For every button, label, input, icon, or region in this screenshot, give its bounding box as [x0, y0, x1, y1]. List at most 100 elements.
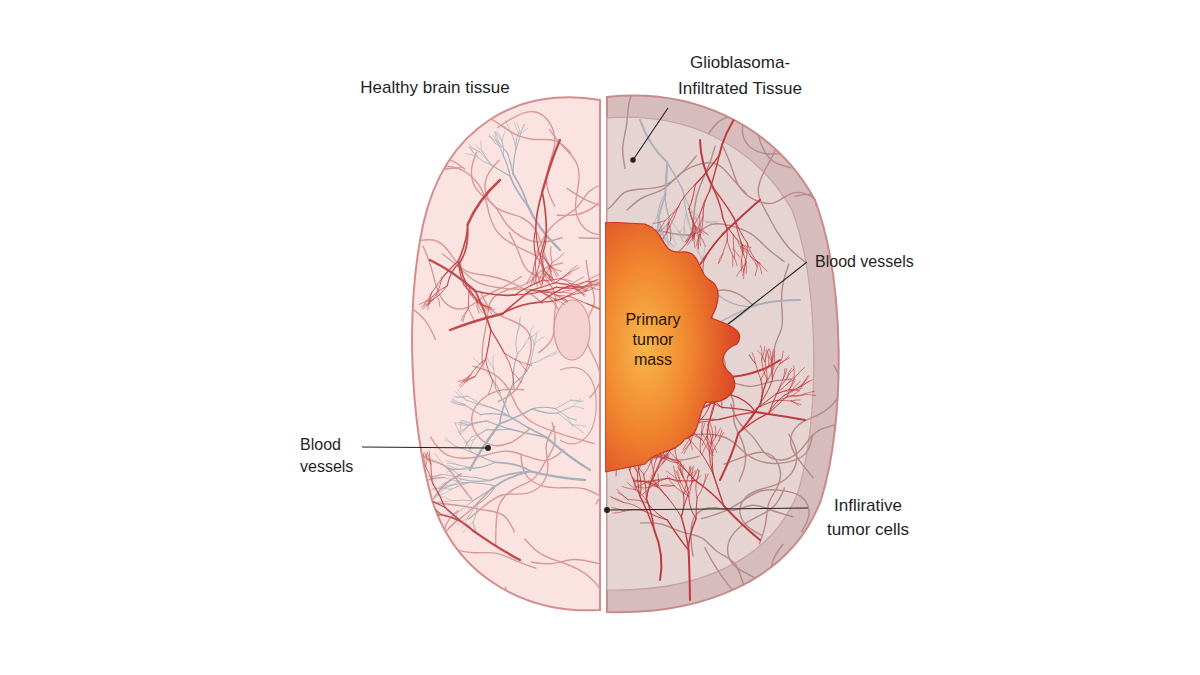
gyri-group: [551, 23, 890, 675]
vessel-branch: [760, 379, 767, 404]
vessel-branch: [556, 287, 575, 289]
vessel-branch: [473, 358, 484, 369]
vessel-branch: [427, 475, 441, 481]
vessel-branch: [706, 221, 718, 223]
vessel-branch: [500, 384, 513, 424]
vessel-branch: [455, 422, 461, 434]
gyrus-fold: [509, 232, 556, 353]
vessel-branch: [551, 267, 556, 277]
vessel-branch: [586, 279, 598, 285]
vessel-branch: [672, 234, 676, 245]
vessel-branch: [651, 479, 658, 487]
vessel-branch: [669, 499, 682, 517]
vessel-branch: [640, 120, 667, 162]
vessel-branch: [780, 351, 783, 364]
vessel-branch: [477, 486, 495, 504]
vessel-branch: [665, 194, 669, 217]
vessel-branch: [503, 155, 510, 176]
vessel-branch: [696, 481, 697, 497]
vessel-branch: [719, 432, 724, 440]
vessel-branch: [682, 443, 691, 453]
ventricle: [554, 300, 590, 360]
vessel-branch: [556, 409, 568, 418]
vessel-branch: [514, 122, 519, 133]
vessel-branch: [459, 425, 469, 432]
vessel-branch: [710, 155, 720, 190]
vessel-branch: [519, 124, 525, 133]
callout-label: Blood vessels: [815, 250, 945, 274]
vessel-branch: [720, 433, 738, 480]
vessel-branch: [455, 391, 466, 399]
gyrus-fold: [795, 194, 856, 302]
vessel-branch: [532, 407, 555, 409]
vessel-branch: [510, 176, 528, 205]
vessel-branch: [647, 478, 668, 482]
vessel-branch: [702, 246, 705, 259]
vessel-branch: [661, 484, 674, 486]
vessel-branch: [752, 353, 756, 364]
vessel-branch: [787, 369, 794, 378]
vessel-branch: [723, 200, 760, 234]
gyri: [321, 23, 890, 675]
gyrus-fold: [469, 587, 508, 675]
vessel-branch: [618, 493, 628, 500]
vessel-branch: [689, 209, 693, 225]
vessel-branch: [465, 405, 481, 415]
gyrus-fold: [740, 434, 797, 536]
vessel-branch: [540, 255, 545, 272]
vessel-branch: [574, 287, 586, 290]
hemisphere-label: Healthy brain tissue: [340, 76, 530, 100]
vessel-branch: [413, 482, 421, 498]
gyrus-fold: [772, 544, 792, 675]
vessel-branch: [651, 479, 658, 487]
vessel-branch: [787, 394, 804, 396]
vessel-branch: [719, 430, 722, 440]
vessel-branch: [478, 302, 490, 307]
vessel-branch: [445, 437, 454, 445]
vessel-branch: [712, 442, 717, 453]
vessel-branch: [443, 465, 461, 476]
vessel-branch: [682, 474, 689, 492]
gyrus-fold: [496, 422, 555, 545]
vessel-branch: [767, 350, 772, 361]
vessel-branch: [537, 255, 540, 272]
vessel-branch: [697, 484, 704, 497]
vessel-branch: [571, 400, 584, 402]
vessel-branch: [663, 453, 669, 463]
vessel-branch: [755, 262, 757, 276]
vessel-branch: [391, 489, 402, 495]
vessel-branch: [500, 409, 533, 424]
vessel-branch: [662, 226, 670, 239]
leader-line: [607, 508, 808, 510]
vessel-branch: [542, 263, 552, 281]
vessel-branch: [741, 260, 743, 271]
vessel-branch: [662, 455, 680, 461]
vessel-branch: [536, 229, 539, 254]
gyrus-fold: [623, 23, 653, 169]
vessel-branch: [533, 272, 535, 284]
vessel-branch: [741, 243, 750, 257]
vessel-branch: [460, 422, 461, 435]
vessel-branch: [388, 492, 401, 493]
vessel-branch: [448, 465, 458, 469]
vessel-branch: [534, 337, 544, 346]
vessel-branch: [729, 394, 755, 412]
vessel-branch: [783, 369, 786, 379]
vessel-branch: [804, 391, 814, 394]
vessel-branch: [540, 292, 554, 299]
vessel-branch: [470, 424, 500, 470]
vessel-branch: [587, 284, 599, 286]
vessel-branch: [627, 482, 636, 489]
gyrus-fold: [423, 486, 493, 605]
vessel-branch: [801, 380, 813, 387]
vessel-branch: [515, 281, 542, 295]
vessel-branch: [491, 330, 505, 353]
vessel-branch: [493, 355, 494, 369]
vessel-branch: [684, 212, 686, 227]
vessel-branch: [692, 212, 706, 222]
vessel-branch: [772, 351, 775, 361]
vessel-branch: [452, 399, 464, 404]
vessel-branch: [513, 364, 530, 384]
callout-label: Inflirative tumor cells: [812, 494, 924, 542]
vessel-branch: [463, 308, 468, 321]
